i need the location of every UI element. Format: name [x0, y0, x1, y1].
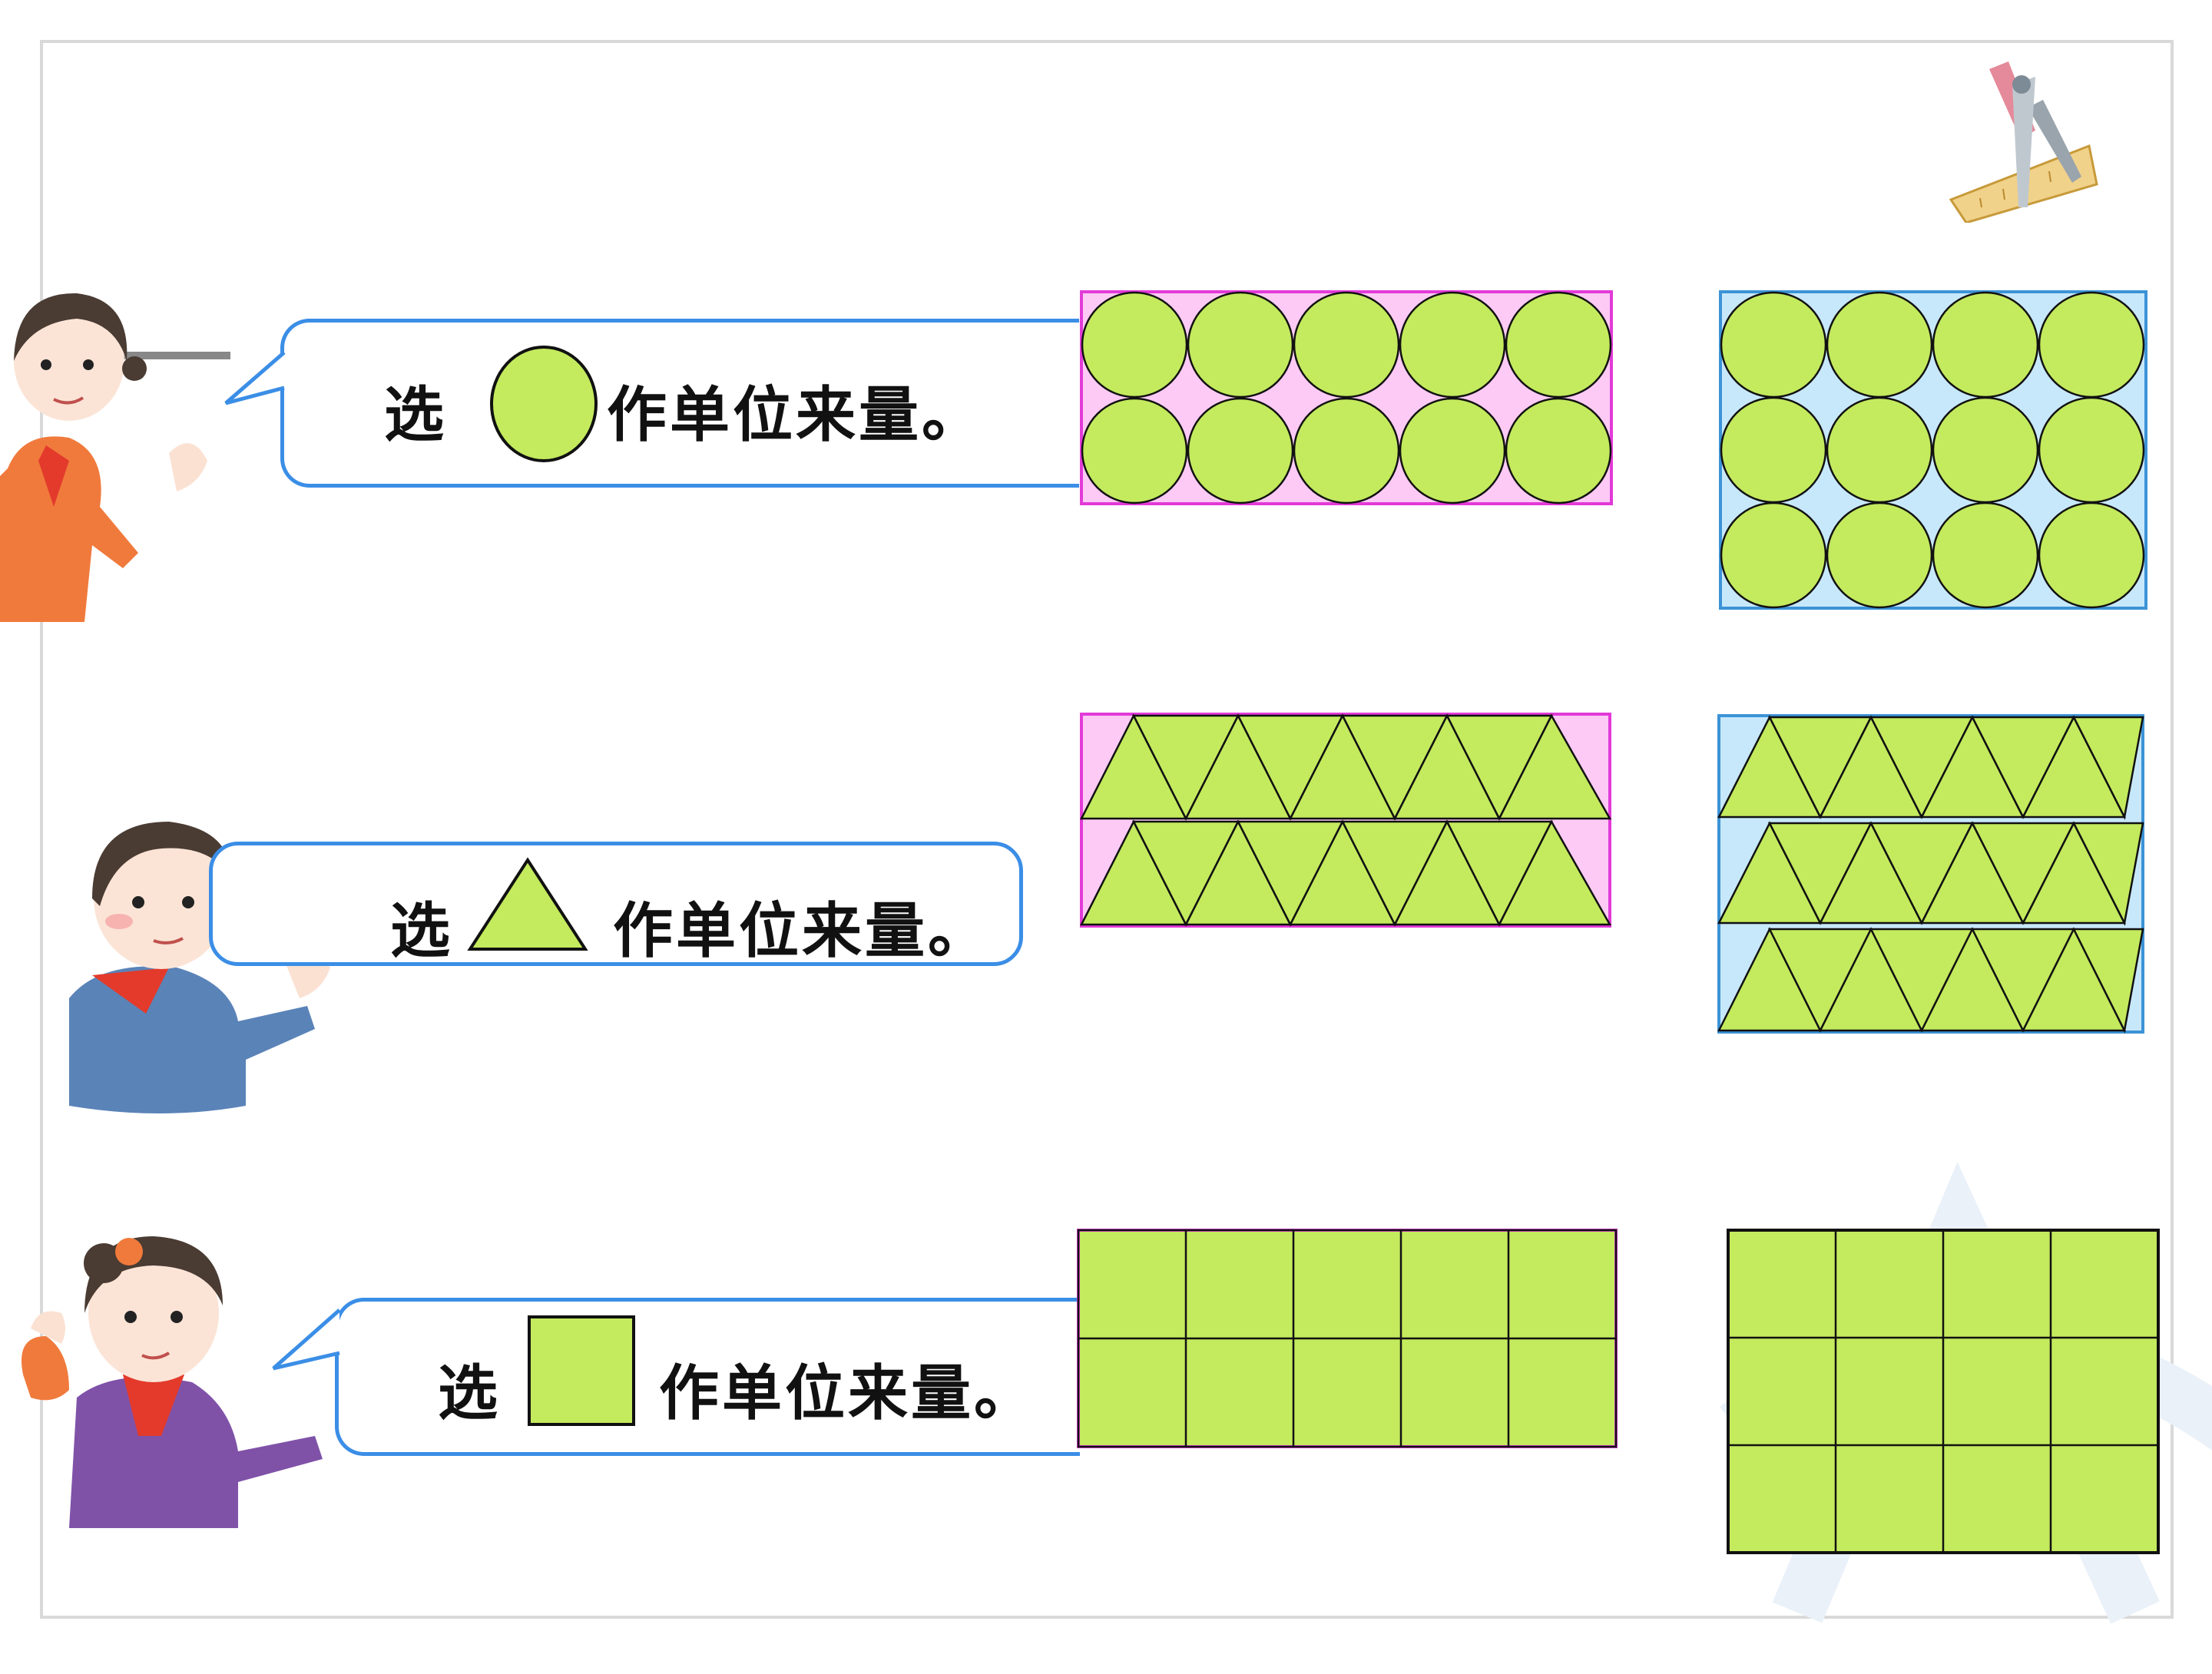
circle-unit [1505, 291, 1612, 399]
girl-illustration-2 [22, 1236, 323, 1528]
speech-bubble-2 [209, 842, 1023, 966]
blue-rectangle-squares [1727, 1229, 2160, 1554]
slide-frame [40, 40, 2174, 1619]
pink-rectangle-triangles [1080, 713, 1611, 928]
circle-icon [490, 346, 598, 462]
circle-unit [1505, 397, 1612, 505]
square-icon [528, 1315, 635, 1426]
circle-unit [1399, 397, 1506, 505]
speech-bubble-1 [280, 319, 1079, 488]
unit-text-2: 作单位来量。 [613, 896, 992, 966]
girl-illustration-1 [0, 293, 230, 622]
speech-bubble-3 [335, 1298, 1080, 1456]
circle-unit [1081, 397, 1188, 505]
boy-illustration [69, 822, 330, 1113]
triangle-icon [467, 857, 588, 951]
select-label-1: 选 [384, 380, 448, 450]
blue-rectangle-triangles [1717, 714, 2144, 1034]
circle-unit [1293, 291, 1400, 399]
circle-unit [1293, 397, 1400, 505]
select-label-3: 选 [438, 1358, 502, 1428]
bubble-tail-1 [224, 351, 286, 405]
circle-unit [1187, 397, 1294, 505]
circle-unit [1187, 291, 1294, 399]
circle-unit [1399, 291, 1506, 399]
drawing-tools-icon [1949, 61, 2098, 223]
bubble-tail-3 [272, 1308, 341, 1371]
pink-rectangle-squares [1077, 1229, 1618, 1448]
circle-unit [1081, 291, 1188, 399]
pink-rectangle-circles [1080, 290, 1613, 505]
select-label-2: 选 [390, 896, 454, 966]
unit-text-1: 作单位来量。 [607, 380, 985, 450]
blue-rectangle-circles [1719, 290, 2147, 610]
unit-text-3: 作单位来量。 [659, 1358, 1038, 1428]
